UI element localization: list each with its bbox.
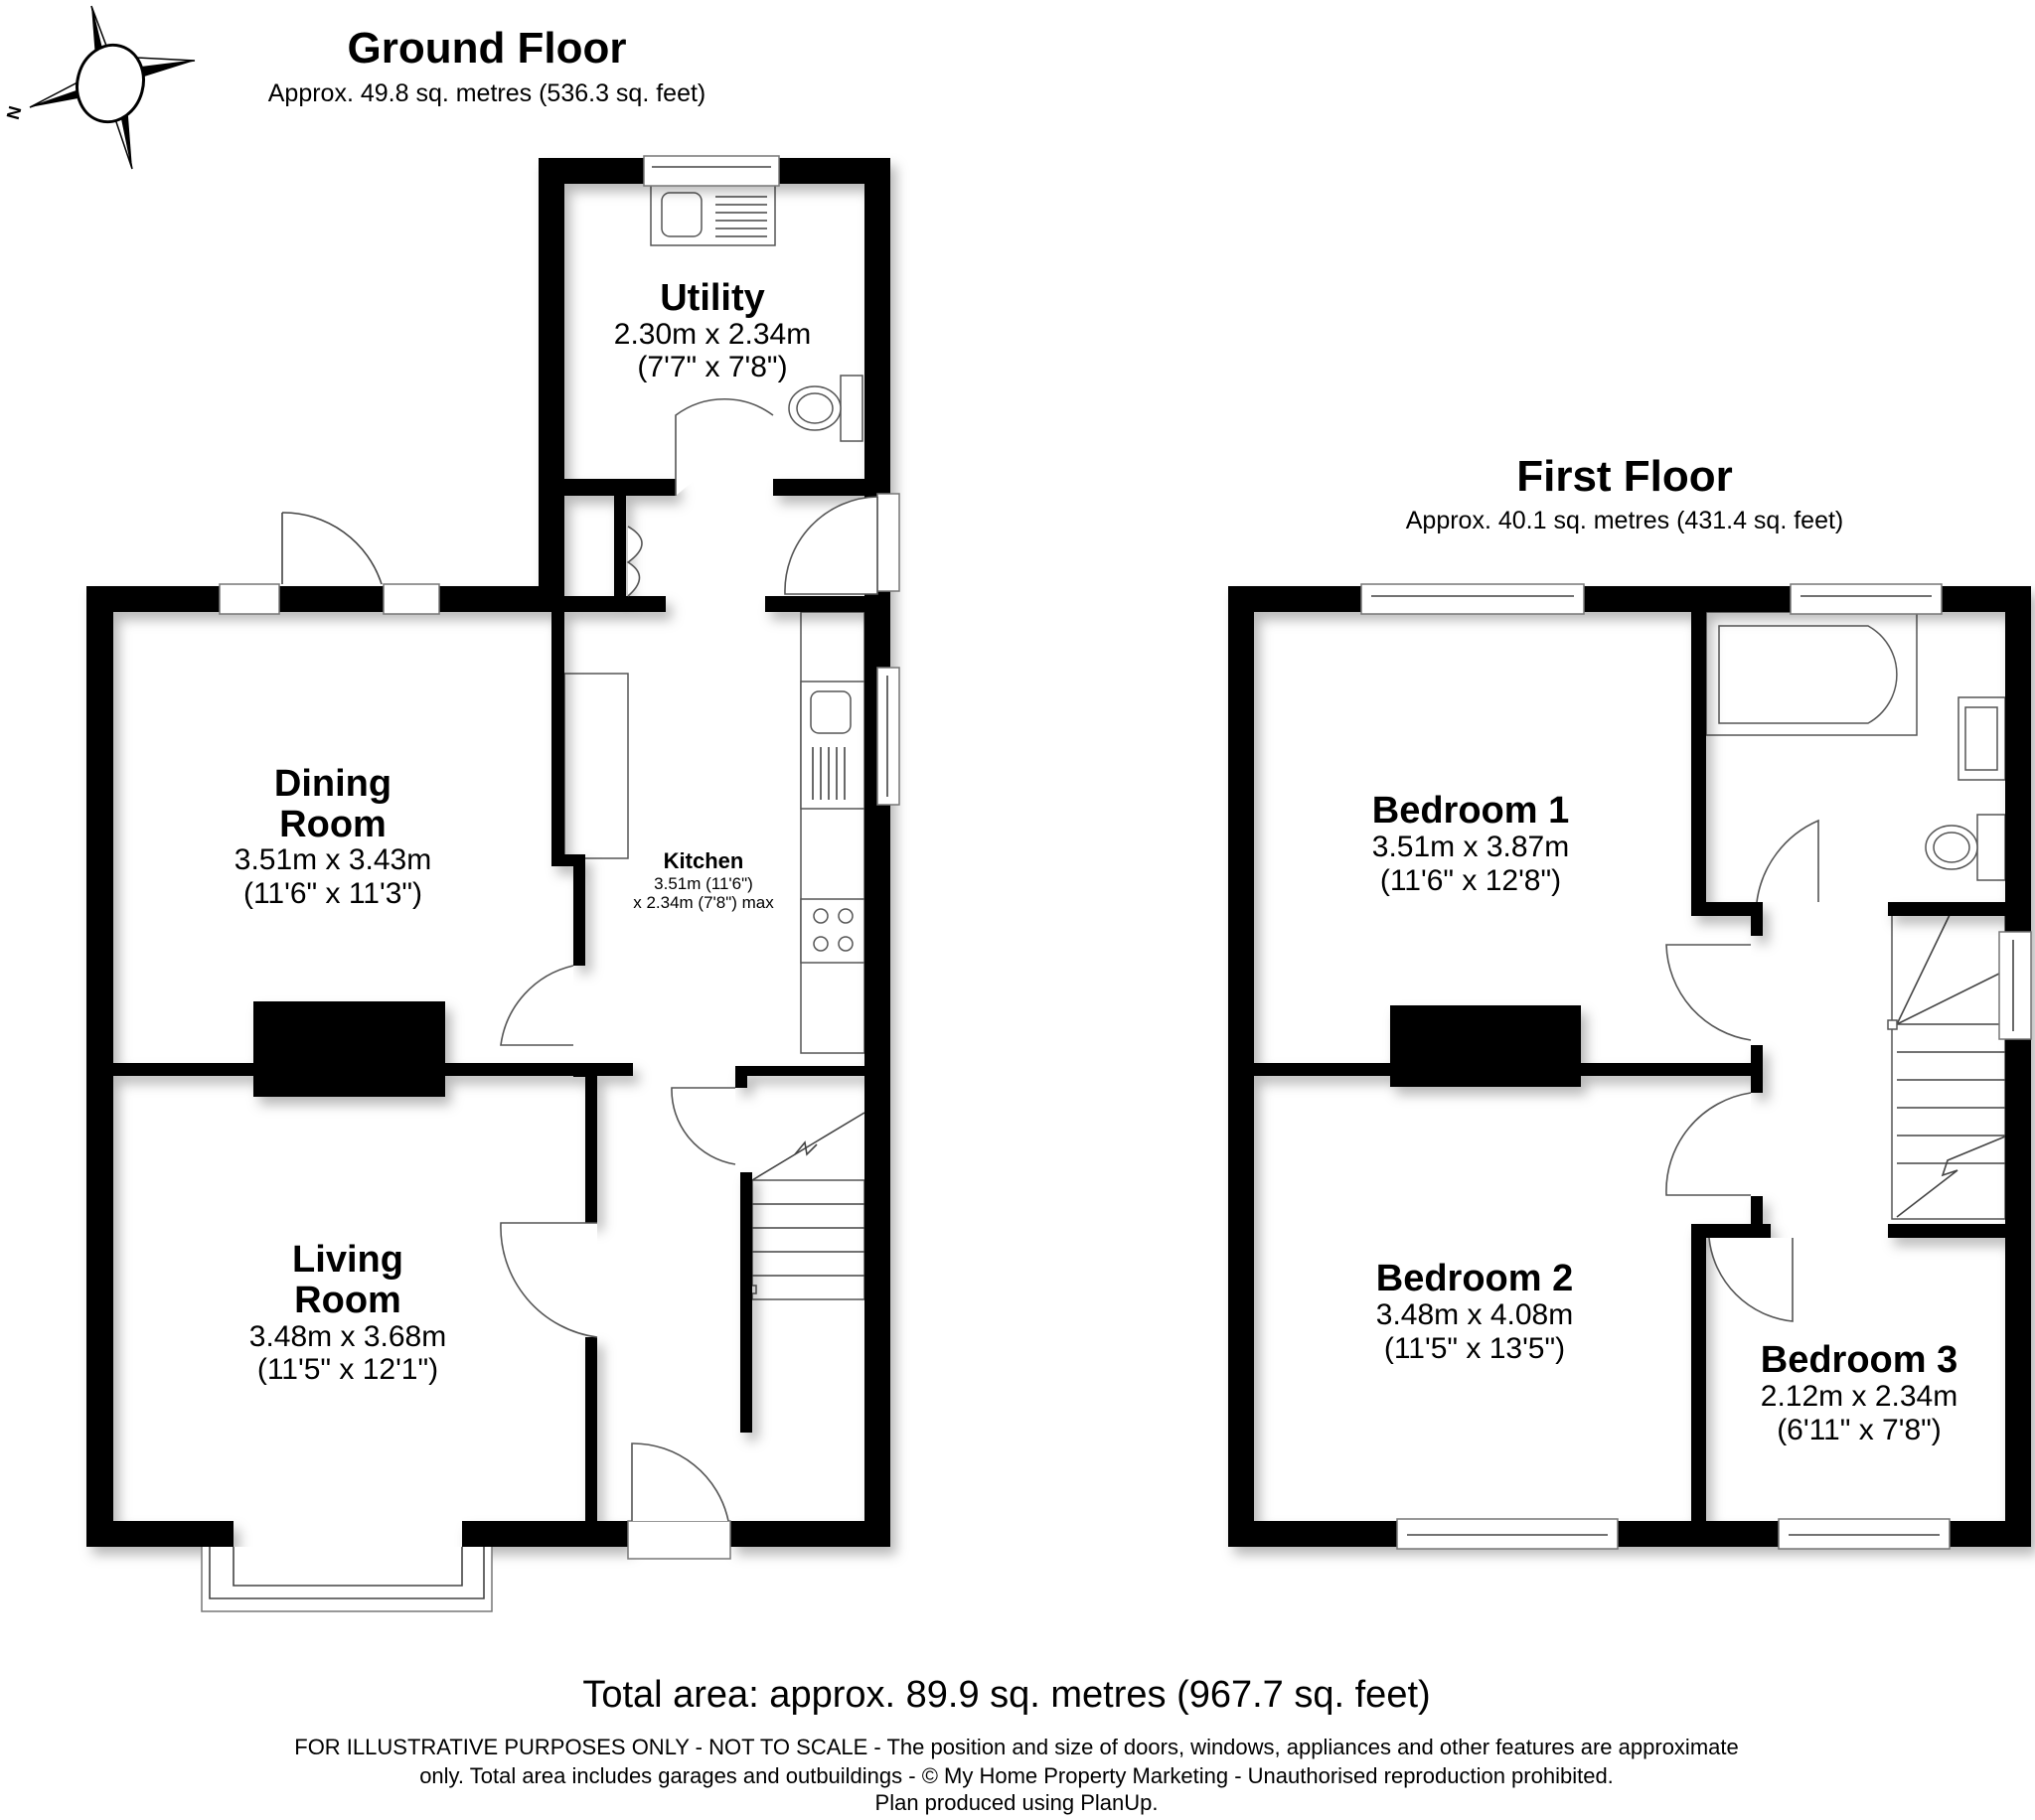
dining-label-line1: Dining (274, 763, 391, 805)
bedroom2-door[interactable] (1665, 1092, 1752, 1196)
compass-rose-icon: N (3, 5, 196, 170)
cupboard-door[interactable] (626, 526, 643, 597)
utility-door[interactable] (675, 397, 774, 496)
disclaimer-line2: only. Total area includes garages and ou… (419, 1763, 1614, 1788)
utility-imperial: (7'7" x 7'8") (637, 351, 787, 383)
disclaimer-line1: FOR ILLUSTRATIVE PURPOSES ONLY - NOT TO … (294, 1735, 1738, 1759)
ground-floor-stairs (747, 1112, 865, 1300)
bedroom3-imperial: (6'11" x 7'8") (1777, 1414, 1942, 1446)
utility-label: Utility (660, 277, 765, 319)
front-door-frame (627, 1520, 731, 1560)
bedroom3-metric: 2.12m x 2.34m (1761, 1380, 1957, 1413)
kitchen-hob-icon (800, 898, 865, 964)
bedroom3-door[interactable] (1708, 1237, 1794, 1322)
first-floor-title: First Floor (1516, 452, 1733, 501)
ground-floor-area: Approx. 49.8 sq. metres (536.3 sq. feet) (268, 79, 706, 107)
ground-floor-walls (86, 158, 890, 1547)
bedroom1-window (1360, 583, 1585, 615)
living-metric: 3.48m x 3.68m (249, 1320, 446, 1353)
bedroom2-imperial: (11'5" x 13'5") (1384, 1332, 1565, 1365)
ground-floor-plan: Utility 2.30m x 2.34m (7'7" x 7'8") Dini… (86, 155, 900, 1612)
living-bay-window (201, 1547, 493, 1612)
bedroom2-metric: 3.48m x 4.08m (1376, 1298, 1573, 1331)
front-door[interactable] (631, 1442, 729, 1522)
landing-window (1998, 931, 2032, 1040)
disclaimer-line3: Plan produced using PlanUp. (875, 1790, 1159, 1815)
first-floor-stairs (1887, 914, 2006, 1220)
kitchen-dim-line1: 3.51m (11'6") (654, 874, 753, 893)
total-area: Total area: approx. 89.9 sq. metres (967… (582, 1674, 1430, 1716)
dining-imperial: (11'6" x 11'3") (243, 877, 422, 910)
bedroom1-door[interactable] (1665, 944, 1752, 1041)
dining-window-right (383, 583, 440, 615)
utility-window (643, 155, 780, 187)
first-floor-area: Approx. 40.1 sq. metres (431.4 sq. feet) (1406, 507, 1844, 534)
kitchen-worktop (800, 611, 865, 1054)
side-door[interactable] (784, 496, 878, 595)
bedroom1-imperial: (11'6" x 12'8") (1380, 864, 1561, 897)
living-label-line2: Room (294, 1280, 401, 1321)
living-imperial: (11'5" x 12'1") (257, 1353, 438, 1386)
bathroom-door[interactable] (1756, 819, 1819, 903)
bedroom1-label: Bedroom 1 (1372, 790, 1569, 832)
kitchen-label: Kitchen (664, 848, 744, 873)
utility-metric: 2.30m x 2.34m (614, 318, 811, 351)
rear-door-frame (876, 493, 900, 592)
kitchen-unit (563, 673, 629, 859)
bedroom2-window (1396, 1518, 1619, 1550)
dining-metric: 3.51m x 3.43m (235, 843, 431, 876)
living-room-door[interactable] (500, 1222, 598, 1338)
compass-north-label: N (3, 104, 26, 122)
bedroom3-label: Bedroom 3 (1761, 1339, 1957, 1381)
utility-wc-icon (840, 375, 863, 442)
kitchen-dining-door[interactable] (500, 965, 574, 1046)
bedroom2-label: Bedroom 2 (1376, 1258, 1573, 1299)
understairs-door[interactable] (671, 1087, 736, 1165)
kitchen-dim-line2: x 2.34m (7'8") max (633, 893, 774, 912)
first-floor-plan: Bedroom 1 3.51m x 3.87m (11'6" x 12'8") … (1228, 583, 2032, 1550)
dining-label-line2: Room (279, 804, 387, 845)
kitchen-window (876, 667, 900, 806)
living-label-line1: Living (292, 1239, 403, 1281)
dining-window-left (219, 583, 280, 615)
bathroom-wc-icon (1976, 814, 2006, 881)
bedroom3-window (1778, 1518, 1951, 1550)
bedroom1-metric: 3.51m x 3.87m (1372, 831, 1569, 863)
bathroom-window (1790, 583, 1943, 615)
dining-french-door[interactable] (281, 512, 383, 585)
ground-floor-title: Ground Floor (347, 24, 626, 73)
